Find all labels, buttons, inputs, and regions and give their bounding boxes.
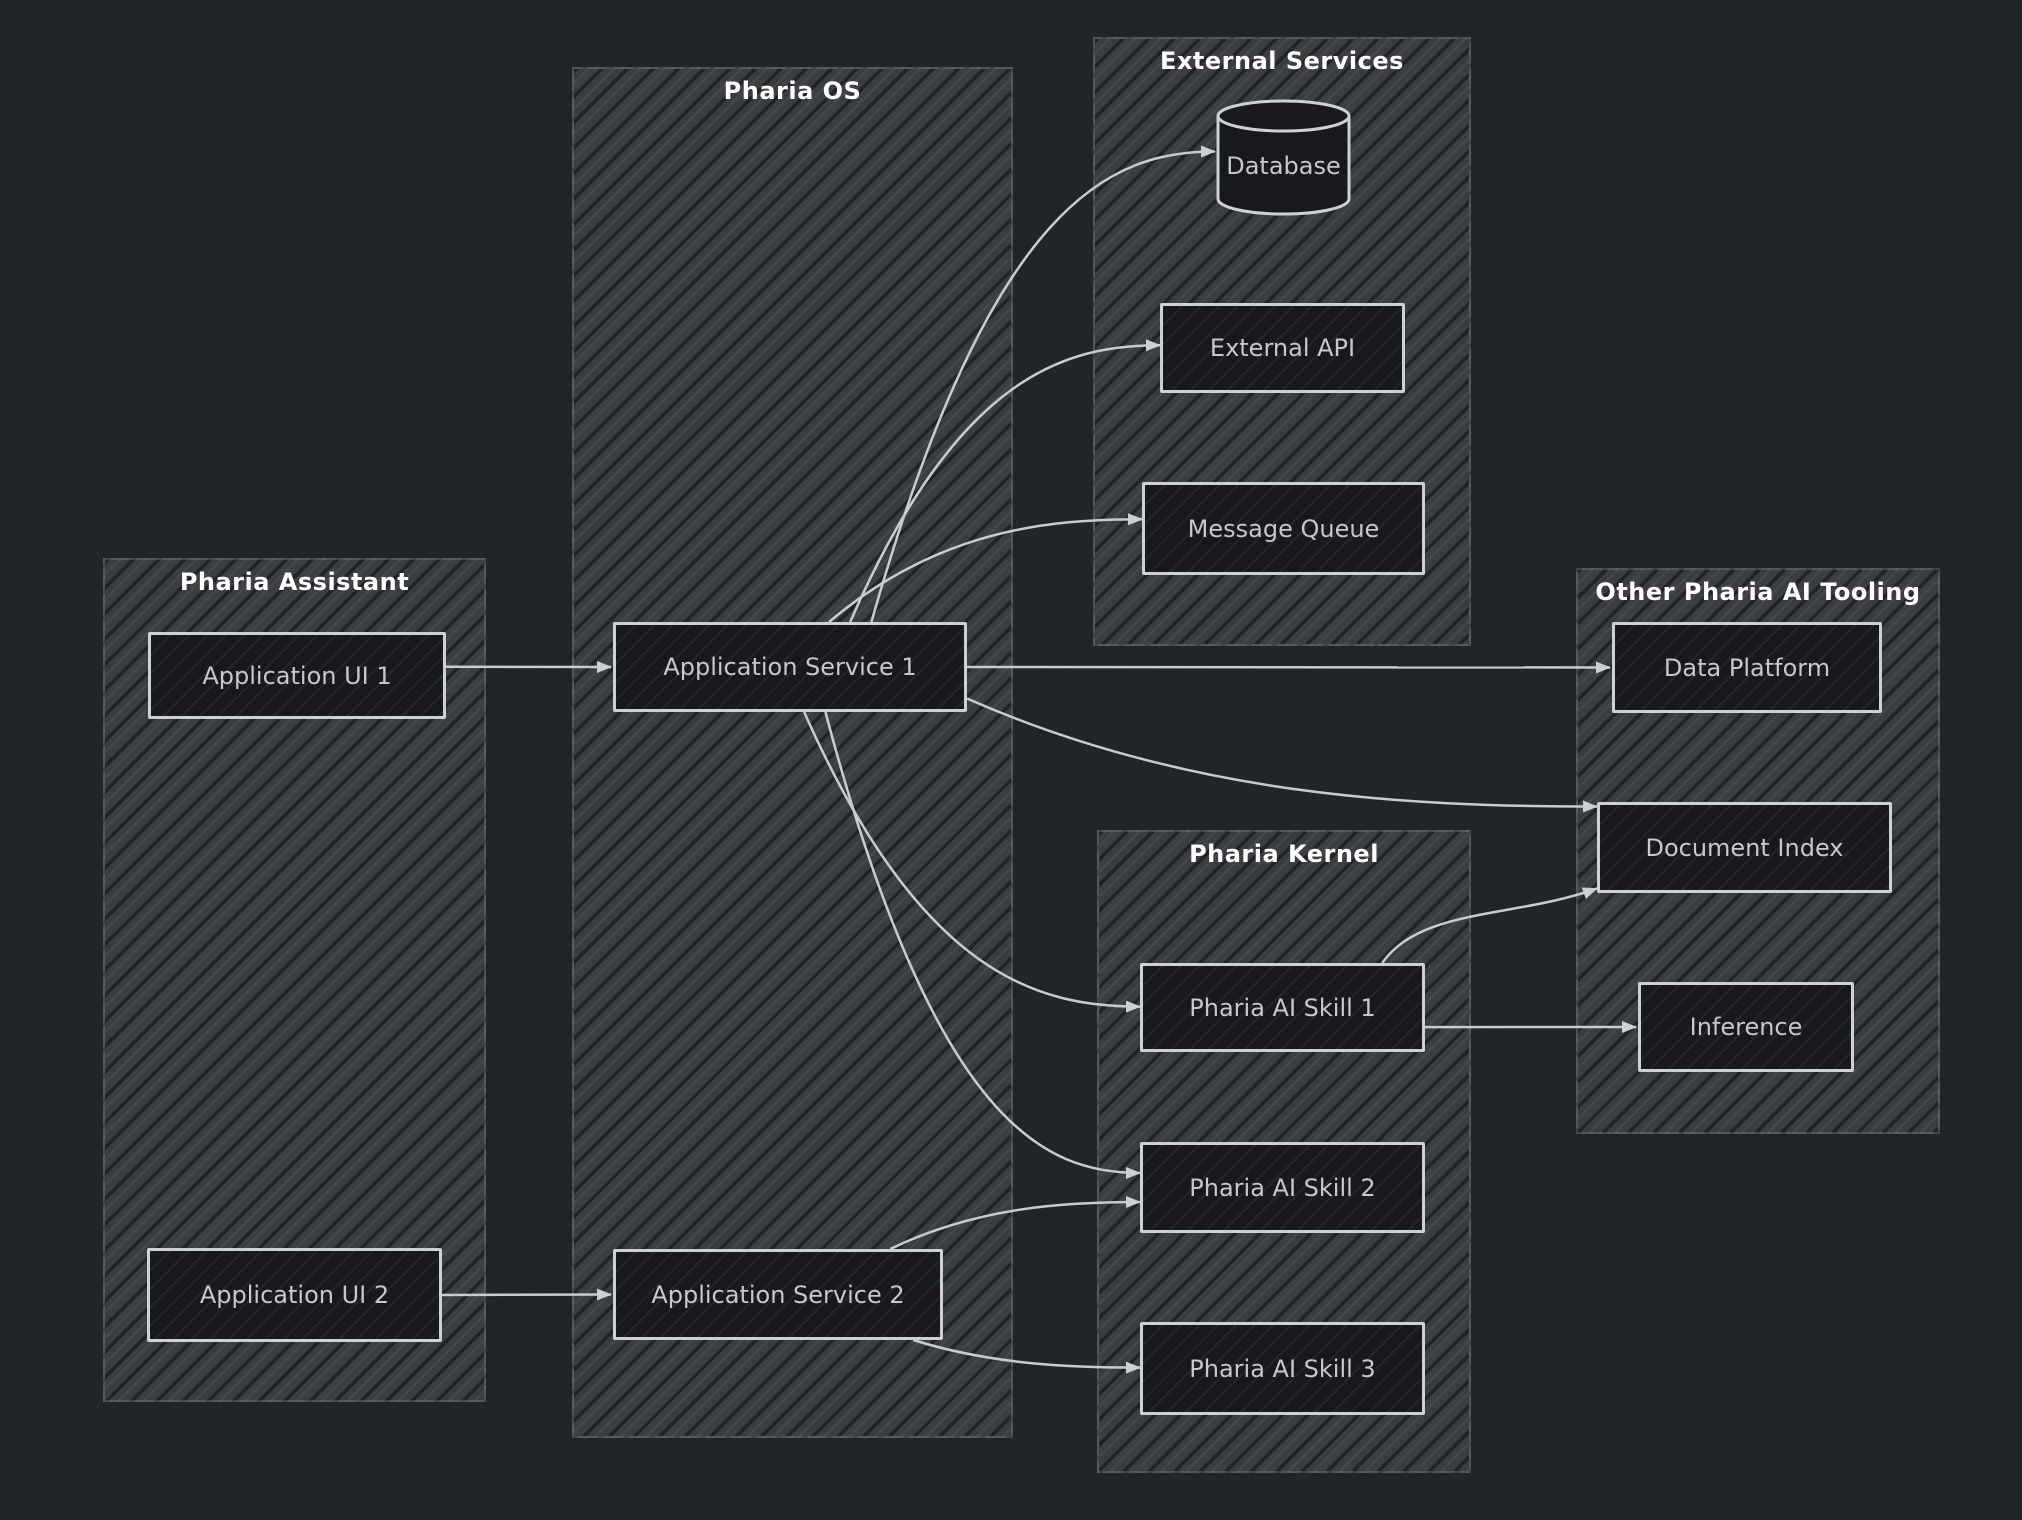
container-title: Other Pharia AI Tooling — [1595, 578, 1921, 606]
node-label: Document Index — [1645, 833, 1844, 862]
node-external-api[interactable]: External API — [1160, 303, 1405, 393]
node-label: Data Platform — [1663, 653, 1831, 682]
container-title: External Services — [1160, 47, 1404, 75]
node-pharia-ai-skill-3[interactable]: Pharia AI Skill 3 — [1140, 1322, 1425, 1415]
node-label: Inference — [1689, 1013, 1803, 1041]
node-document-index[interactable]: Document Index — [1597, 802, 1892, 893]
node-application-service-1[interactable]: Application Service 1 — [613, 622, 967, 712]
node-database[interactable]: Database — [1215, 98, 1352, 217]
node-inference[interactable]: Inference — [1638, 982, 1854, 1072]
node-label: Pharia AI Skill 3 — [1189, 1354, 1376, 1383]
container-title: Pharia OS — [723, 77, 862, 105]
container-title: Pharia Kernel — [1189, 840, 1379, 868]
node-message-queue[interactable]: Message Queue — [1142, 482, 1425, 575]
container-title: Pharia Assistant — [179, 568, 410, 596]
node-data-platform[interactable]: Data Platform — [1612, 622, 1882, 713]
node-label: Pharia AI Skill 1 — [1189, 993, 1376, 1022]
node-application-ui-2[interactable]: Application UI 2 — [147, 1248, 442, 1342]
edge-svc1-to-dp — [966, 661, 1611, 674]
node-application-ui-1[interactable]: Application UI 1 — [148, 632, 446, 719]
node-pharia-ai-skill-2[interactable]: Pharia AI Skill 2 — [1140, 1142, 1425, 1233]
container-pharia-os[interactable]: Pharia OS — [572, 67, 1013, 1438]
node-application-service-2[interactable]: Application Service 2 — [613, 1249, 943, 1340]
node-label: Application UI 1 — [202, 661, 392, 690]
node-label: Database — [1226, 152, 1341, 180]
node-label: Application Service 1 — [663, 653, 917, 681]
node-label: Pharia AI Skill 2 — [1189, 1173, 1376, 1202]
database-cylinder-icon: Database — [1216, 99, 1351, 216]
node-label: Message Queue — [1187, 514, 1380, 543]
node-pharia-ai-skill-1[interactable]: Pharia AI Skill 1 — [1140, 963, 1425, 1052]
edge-svc1-to-di — [966, 697, 1598, 813]
node-label: Application UI 2 — [199, 1281, 390, 1309]
node-label: External API — [1209, 334, 1356, 362]
node-label: Application Service 2 — [651, 1280, 905, 1309]
